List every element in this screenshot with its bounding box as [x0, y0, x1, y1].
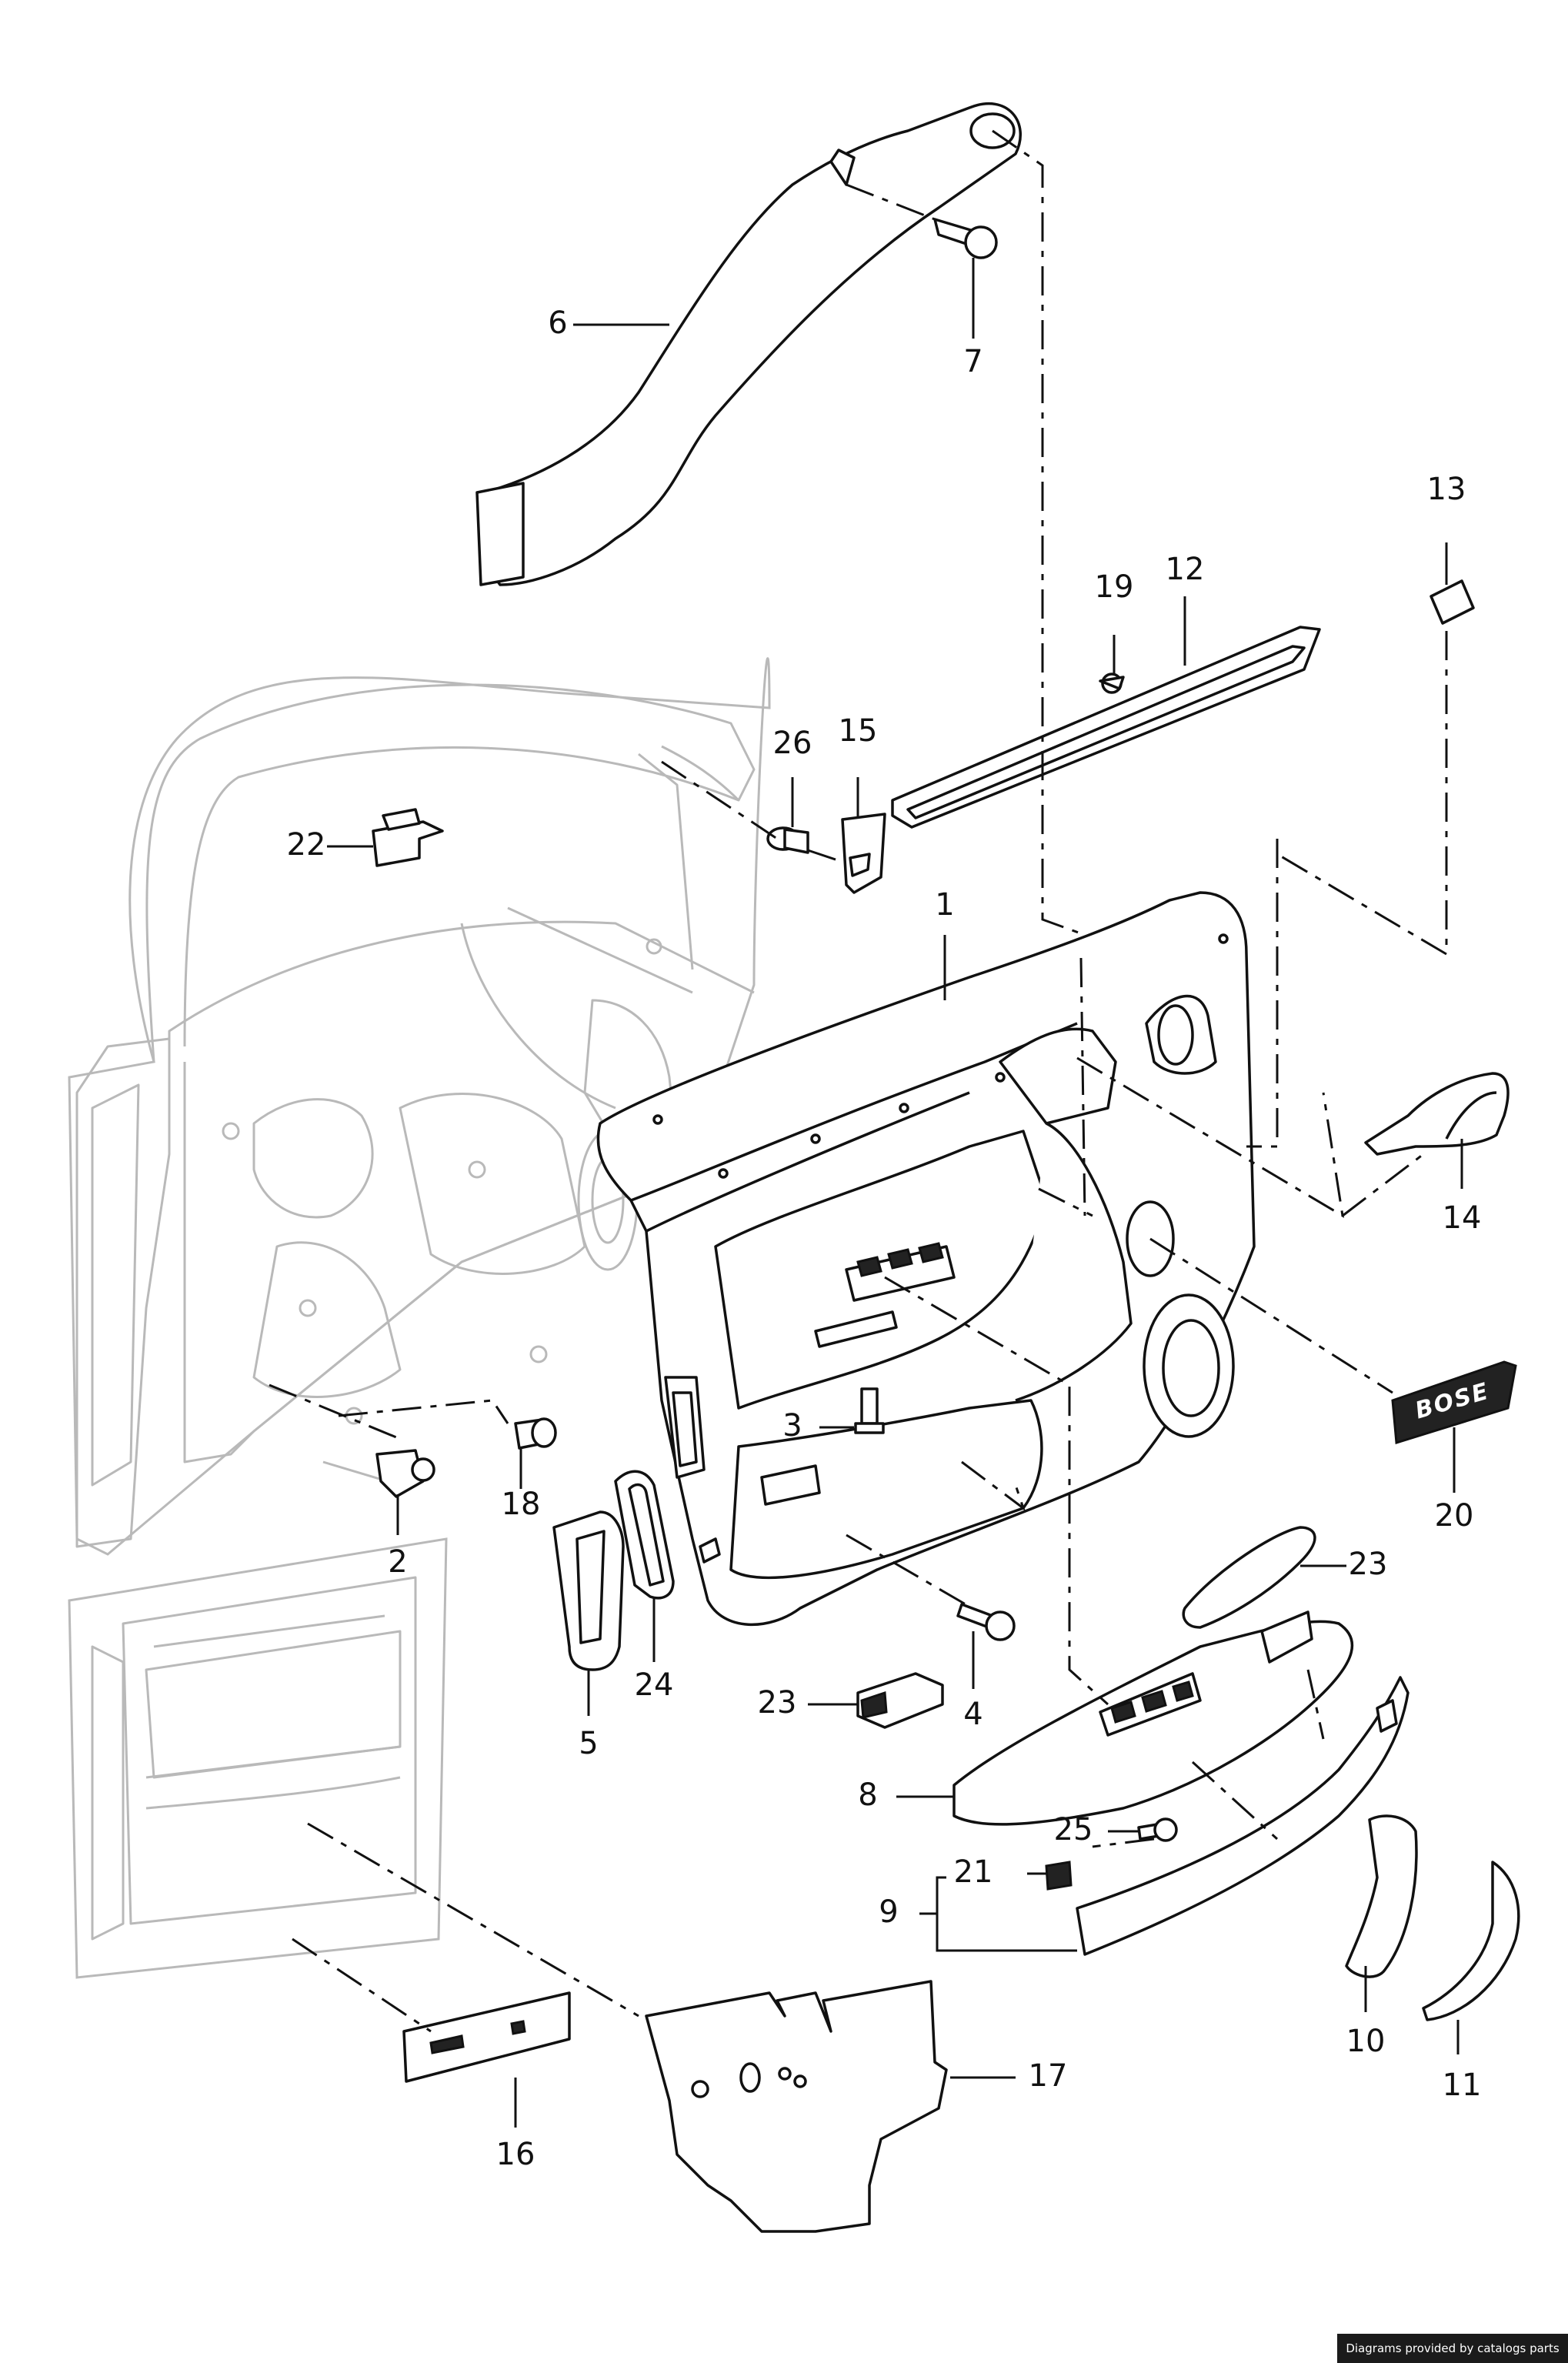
lower-door-inner-frame	[68, 1537, 448, 1979]
armrest	[952, 1610, 1354, 1826]
callout-21: 21	[954, 1854, 993, 1890]
small-pad	[1045, 1861, 1073, 1891]
callout-16: 16	[496, 2137, 535, 2172]
armrest-grab-handle-end	[475, 482, 525, 586]
callout-labels: 6 7 13 19 12 26 15 22 1 14 3 20 2 18 23 …	[287, 305, 1482, 2172]
callout-2: 2	[388, 1544, 407, 1580]
armrest-lower-trim	[1076, 1676, 1410, 1956]
trim-strip-inner	[906, 645, 1306, 819]
gasket-24-inner	[628, 1483, 665, 1587]
bracket-15	[841, 813, 886, 894]
bush-26	[766, 826, 809, 854]
callout-13: 13	[1427, 472, 1466, 507]
callout-15: 15	[839, 713, 878, 749]
expanding-rivet	[375, 1449, 435, 1498]
callout-24: 24	[635, 1667, 674, 1703]
armrest-lower-trim-clip	[1376, 1699, 1398, 1733]
clip-19	[1099, 673, 1125, 694]
callout-11: 11	[1443, 2068, 1482, 2103]
callout-26: 26	[773, 726, 812, 761]
insulation-panel-16	[402, 1991, 571, 2083]
callout-9: 9	[879, 1894, 898, 1930]
callout-17: 17	[1029, 2058, 1068, 2094]
callout-20: 20	[1435, 1498, 1474, 1534]
speaker-grille	[552, 1510, 625, 1671]
diagram-credit: Diagrams provided by catalogs parts	[1337, 2334, 1568, 2363]
callout-19: 19	[1095, 569, 1134, 605]
screw-7	[933, 218, 998, 259]
callout-1: 1	[935, 887, 954, 923]
switch-unit	[856, 1672, 944, 1729]
cover-cap	[1430, 579, 1475, 625]
callout-7: 7	[963, 344, 983, 379]
armrest-grab-handle	[480, 102, 1022, 586]
callout-23-upper: 23	[1349, 1547, 1388, 1582]
callout-10: 10	[1346, 2024, 1386, 2059]
callout-14: 14	[1443, 1200, 1482, 1236]
door-trim-panel	[596, 891, 1256, 1627]
callout-3: 3	[782, 1408, 802, 1443]
assembly-lines	[269, 129, 1448, 2033]
callout-5: 5	[579, 1726, 598, 1761]
leader-lines	[327, 258, 1463, 2128]
callout-23-lower: 23	[758, 1685, 797, 1721]
bracket-15-slot	[849, 853, 871, 877]
armrest-grab-handle-tab	[829, 149, 856, 186]
screw-4	[956, 1603, 1016, 1641]
pull-handle	[1345, 1814, 1418, 1978]
plug-18	[514, 1417, 557, 1450]
pull-handle-cover	[1422, 1861, 1520, 2021]
retaining-clip-22-top	[382, 808, 421, 831]
insulation-sheet-17	[645, 1980, 948, 2233]
retaining-clip-22	[372, 820, 444, 867]
cover-strip	[1182, 1526, 1316, 1629]
callout-22: 22	[287, 827, 326, 863]
callout-6: 6	[548, 305, 567, 341]
screw-3	[854, 1387, 885, 1434]
screw-25	[1137, 1817, 1178, 1842]
callout-8: 8	[858, 1777, 877, 1813]
callout-12: 12	[1166, 552, 1205, 587]
callout-25: 25	[1054, 1812, 1093, 1847]
callout-4: 4	[963, 1697, 983, 1732]
callout-18: 18	[502, 1487, 541, 1522]
door-handle	[1364, 1072, 1510, 1156]
door-handle-inner	[1445, 1091, 1497, 1140]
